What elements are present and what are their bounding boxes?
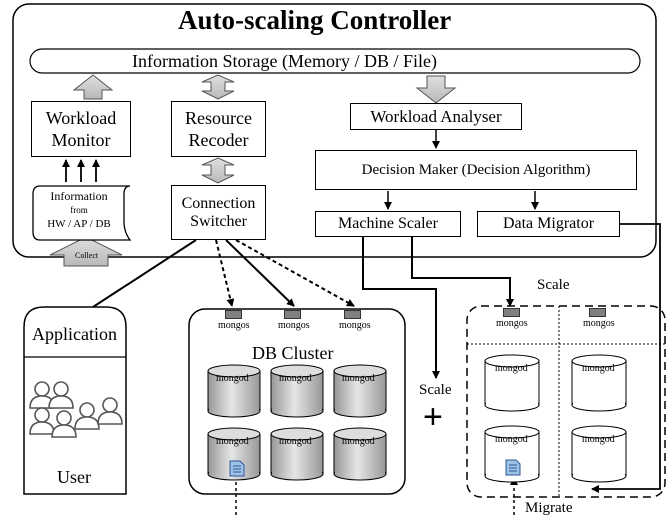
workload-monitor-line2: Monitor xyxy=(51,130,111,150)
user-label: User xyxy=(57,467,91,487)
mongod-label: mongod xyxy=(279,436,312,447)
data-migrator-box[interactable]: Data Migrator xyxy=(477,211,620,237)
mongos-label: mongos xyxy=(218,320,250,331)
decision-maker-box[interactable]: Decision Maker (Decision Algorithm) xyxy=(315,150,637,190)
mongod-label: mongod xyxy=(582,434,615,445)
application-label: Application xyxy=(32,324,117,344)
information-line2: from xyxy=(70,205,88,215)
machine-scaler-label: Machine Scaler xyxy=(338,215,438,232)
monitor-to-storage-arrow xyxy=(72,74,114,100)
resource-recoder-box[interactable]: Resource Recoder xyxy=(171,101,266,157)
mongos-label: mongos xyxy=(339,320,371,331)
controller-frame xyxy=(12,3,657,258)
document-icon xyxy=(229,460,245,477)
mongos-label: mongos xyxy=(278,320,310,331)
collect-label: Collect xyxy=(75,251,99,260)
mongod-label: mongod xyxy=(495,434,528,445)
information-document xyxy=(32,185,132,241)
mongod-label: mongod xyxy=(342,373,375,384)
information-storage-shape xyxy=(29,48,641,74)
machine-scaler-box[interactable]: Machine Scaler xyxy=(315,211,461,237)
data-migrator-label: Data Migrator xyxy=(502,215,595,232)
connection-switcher-line2: Switcher xyxy=(190,212,247,230)
workload-monitor-line1: Workload xyxy=(45,108,117,128)
recoder-storage-arrow xyxy=(201,74,235,100)
new-cluster-cylinders xyxy=(484,354,627,483)
workload-monitor-box[interactable]: Workload Monitor xyxy=(31,101,131,157)
user-group-icon xyxy=(29,381,123,438)
information-label: Information from HW / AP / DB xyxy=(33,189,125,231)
storage-to-analyser-arrow xyxy=(415,75,457,104)
mongos-node-2 xyxy=(284,310,301,319)
workload-analyser-box[interactable]: Workload Analyser xyxy=(350,103,522,130)
document-icon xyxy=(505,459,521,476)
workload-analyser-label: Workload Analyser xyxy=(370,106,502,126)
mongos-node-new-2 xyxy=(589,308,606,317)
recoder-switcher-arrow xyxy=(201,157,235,184)
connection-switcher-box[interactable]: Connection Switcher xyxy=(171,185,266,240)
decision-maker-label: Decision Maker (Decision Algorithm) xyxy=(361,161,591,178)
mongod-label: mongod xyxy=(216,373,249,384)
information-line1: Information xyxy=(50,189,108,203)
migrate-label: Migrate xyxy=(525,500,573,516)
plus-sign: + xyxy=(423,398,443,436)
mongod-label: mongod xyxy=(342,436,375,447)
resource-recoder-line2: Recoder xyxy=(188,130,249,150)
information-storage-label: Information Storage (Memory / DB / File) xyxy=(132,51,437,71)
resource-recoder-line1: Resource xyxy=(185,108,252,128)
mongos-label: mongos xyxy=(583,318,615,329)
application-panel xyxy=(23,306,127,495)
mongod-label: mongod xyxy=(582,363,615,374)
scale-label-top: Scale xyxy=(537,277,570,293)
scale-label-mid: Scale xyxy=(419,382,452,398)
mongos-node-1 xyxy=(225,310,242,319)
db-cluster-cylinders xyxy=(207,364,387,481)
mongod-label: mongod xyxy=(279,373,312,384)
information-line3: HW / AP / DB xyxy=(47,218,111,230)
mongos-label: mongos xyxy=(496,318,528,329)
mongos-node-new-1 xyxy=(503,308,520,317)
mongos-node-3 xyxy=(344,310,361,319)
db-cluster-title: DB Cluster xyxy=(252,343,334,363)
collect-arrow xyxy=(49,236,123,267)
mongod-label: mongod xyxy=(216,436,249,447)
controller-title: Auto-scaling Controller xyxy=(178,5,452,35)
mongod-label: mongod xyxy=(495,363,528,374)
connection-switcher-line1: Connection xyxy=(181,194,256,212)
